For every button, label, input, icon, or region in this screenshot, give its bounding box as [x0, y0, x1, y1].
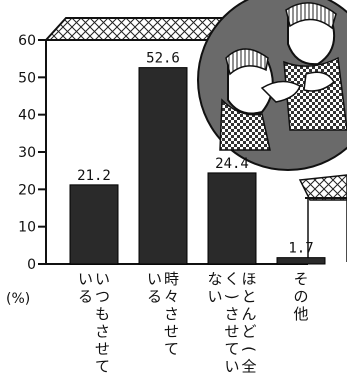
category-label-char: ( [240, 346, 258, 352]
category-label: その他 [293, 270, 308, 323]
category-label-char: い [147, 270, 162, 288]
category-label-char: い [207, 288, 222, 306]
category-label-char: せ [224, 323, 239, 341]
category-label-char: せ [164, 323, 179, 341]
category-label-char: 他 [293, 305, 308, 323]
category-label-char: ほ [241, 270, 256, 288]
bar [207, 172, 257, 265]
unit-label: (%) [6, 291, 30, 307]
category-label-char: て [95, 358, 110, 376]
category-label-char: せ [95, 340, 110, 358]
bar [69, 184, 119, 265]
category-label-char: い [224, 358, 239, 376]
category-label-char: る [78, 288, 93, 306]
y-tick-label: 60 [18, 33, 36, 49]
category-label-char: と [241, 288, 256, 306]
category-label-char: も [95, 305, 110, 323]
data-label: 52.6 [146, 51, 180, 67]
category-label-char: つ [95, 288, 110, 306]
category-label-char: ど [241, 323, 256, 341]
y-tick-label: 0 [27, 257, 36, 273]
category-label-char: の [293, 288, 308, 306]
y-tick-label: 20 [18, 182, 36, 198]
category-label-char: 時 [164, 270, 179, 288]
category-label-char: 々 [164, 288, 179, 306]
y-tick-label: 40 [18, 108, 36, 124]
bar [138, 67, 188, 265]
category-label-char: ) [223, 294, 241, 300]
value-labels: 21.2 52.6 24.4 1.7 [77, 51, 314, 257]
category-label-char: い [95, 270, 110, 288]
category-label-char: さ [224, 305, 239, 323]
category-label-char: さ [95, 323, 110, 341]
bars [69, 67, 326, 265]
data-label: 24.4 [215, 156, 249, 172]
category-label-char: さ [164, 305, 179, 323]
y-tick-label: 30 [18, 145, 36, 161]
category-label-char: な [207, 270, 222, 288]
data-label: 21.2 [77, 168, 111, 184]
y-tick-label: 10 [18, 220, 36, 236]
data-label: 1.7 [288, 241, 313, 257]
category-label-char: そ [293, 270, 308, 288]
category-label-char: て [164, 340, 179, 358]
category-label-char: い [78, 270, 93, 288]
background-illustration [43, 0, 347, 262]
category-label-char: 全 [241, 358, 256, 376]
category-label-char: ん [241, 305, 256, 323]
category-label-char: る [147, 288, 162, 306]
y-axis: 0 10 20 30 40 50 60 [18, 33, 308, 273]
category-label-char: て [224, 340, 239, 358]
y-tick-label: 50 [18, 70, 36, 86]
category-label-char: く [224, 270, 239, 288]
bar [276, 257, 326, 265]
two-children-circle-picture [197, 0, 347, 171]
